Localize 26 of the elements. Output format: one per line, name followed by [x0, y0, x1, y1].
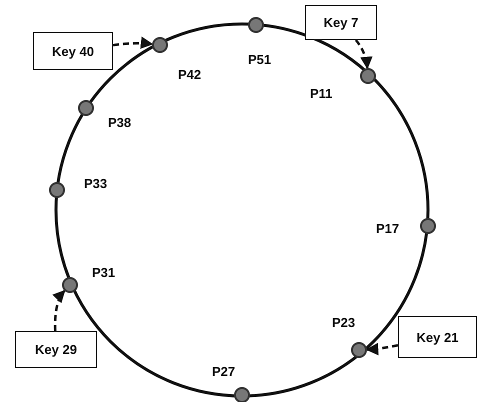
peer-label: P27 — [212, 364, 236, 379]
peer-dot — [351, 342, 367, 358]
peer-dot — [360, 68, 376, 84]
dashed-arrow — [112, 36, 154, 50]
peer-label: P33 — [84, 176, 108, 191]
peer-dot — [78, 100, 94, 116]
peer-label: P38 — [108, 115, 132, 130]
peer-label: P23 — [332, 315, 356, 330]
peer-dot — [49, 182, 65, 198]
peer-label: P51 — [248, 52, 272, 67]
key-box: Key 29 — [15, 331, 97, 368]
peer-label: P11 — [310, 86, 332, 101]
peer-dot — [152, 37, 168, 53]
key-box: Key 40 — [33, 32, 113, 70]
dashed-arrow — [354, 39, 372, 70]
peer-label: P31 — [92, 265, 116, 280]
peer-dot — [420, 218, 436, 234]
dashed-arrow — [52, 290, 66, 332]
peer-label: P17 — [376, 221, 400, 236]
peer-label: P42 — [178, 67, 202, 82]
dashed-arrow — [366, 342, 398, 356]
peer-dot — [248, 17, 264, 33]
key-box: Key 7 — [305, 5, 377, 40]
key-box: Key 21 — [398, 316, 477, 358]
peer-dot — [234, 387, 250, 402]
peer-dot — [62, 277, 78, 293]
